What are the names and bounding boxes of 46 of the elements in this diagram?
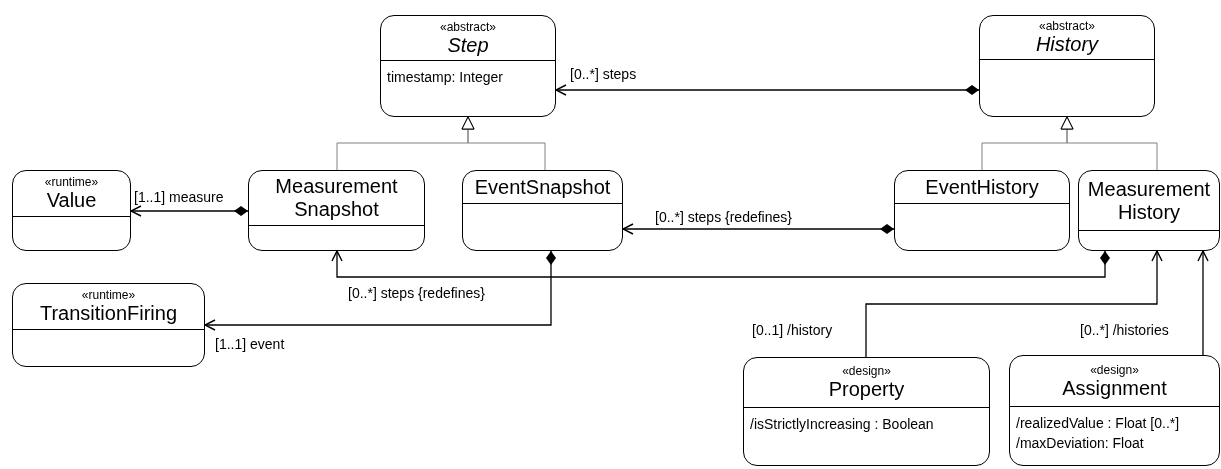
class-name: Assignment [1062,376,1167,400]
class-box [12,283,205,367]
association-arrow [865,250,1163,358]
stereotype-label: «runtime» [81,288,136,302]
association-arrow [331,250,1110,278]
attribute-text: timestamp: Integer [387,68,504,87]
attribute-text: /isStrictlyIncreasing : Boolean [750,415,935,434]
class-name: History [1035,33,1099,56]
class-box [380,15,556,117]
edge-label: [0..1] /history [752,322,833,338]
stereotype-label: «runtime» [44,175,99,189]
edge-label: [0..*] steps [570,66,637,82]
class-box [12,170,131,251]
class-box [743,357,990,466]
class-name: Measurement History [1086,177,1212,224]
stereotype-label: «abstract» [1038,19,1095,33]
class-box [462,170,623,251]
edge-label: [1..1] measure [134,189,224,205]
class-box [894,170,1070,251]
class-name: TransitionFiring [39,302,178,325]
class-name: EventHistory [925,175,1039,199]
generalization-arrow [1060,116,1158,171]
stereotype-label: «abstract» [439,19,496,34]
class-name: Property [828,378,905,401]
edge-label: [0..*] steps {redefines} [348,285,485,301]
class-box [248,170,425,251]
class-box [979,15,1155,117]
edge-label: [0..*] steps {redefines} [655,209,792,225]
generalization-arrow [461,116,546,171]
attribute-text: /maxDeviation: Float [1016,434,1145,453]
class-name: Step [447,33,489,57]
class-name: Value [46,189,97,212]
association-arrow [130,205,249,217]
stereotype-label: «design» [1090,362,1139,377]
class-box [1009,355,1220,466]
class-box [1078,170,1220,251]
association-arrow [204,250,556,331]
class-name: Measurement Snapshot [274,175,399,221]
attribute-text: /realizedValue : Float [0..*] [1016,414,1181,433]
edge-label: [1..1] event [215,336,285,352]
stereotype-label: «design» [842,364,891,378]
class-name: EventSnapshot [474,175,611,199]
edge-label: [0..*] /histories [1080,322,1169,338]
association-arrow [622,223,895,235]
association-arrow [1197,250,1209,356]
association-arrow [555,84,980,96]
